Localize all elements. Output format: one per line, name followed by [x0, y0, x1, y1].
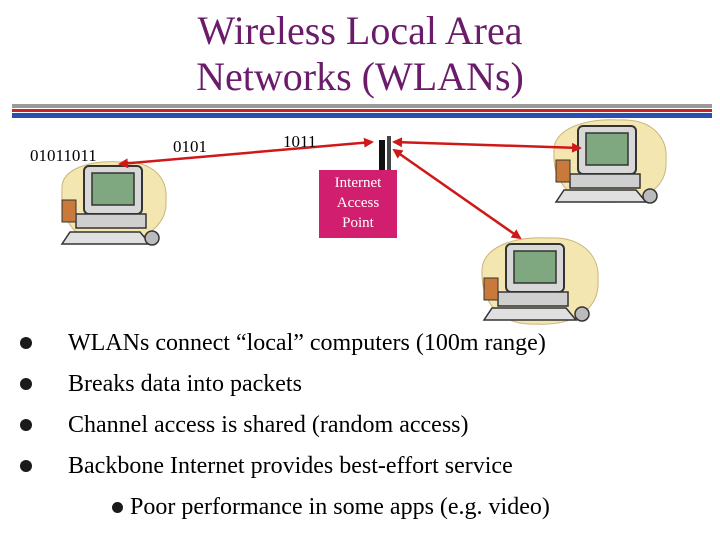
sub-bullet-text: Poor performance in some apps (e.g. vide…	[130, 494, 550, 520]
bits-label-middle: 0101	[173, 137, 207, 156]
title-line-2: Networks (WLANs)	[196, 54, 524, 99]
bullet-text: WLANs connect “local” computers (100m ra…	[68, 330, 546, 356]
bullet-item: Channel access is shared (random access)	[20, 410, 710, 451]
link-arrow-top-right	[392, 137, 582, 153]
access-point-box: Internet Access Point	[319, 170, 397, 238]
bullet-item: WLANs connect “local” computers (100m ra…	[20, 328, 710, 369]
computer-icon-top-right	[553, 119, 667, 204]
wlan-diagram	[60, 119, 667, 325]
bits-label-left: 01011011	[30, 146, 97, 165]
access-point-label-3: Point	[342, 215, 374, 231]
title-divider-red	[12, 109, 712, 112]
bullet-icon	[20, 419, 32, 431]
title-line-1: Wireless Local Area	[197, 8, 523, 53]
link-arrow-bottom-right	[392, 148, 522, 240]
access-point-antenna	[379, 140, 385, 172]
link-arrow-left	[118, 137, 374, 169]
access-point-label-1: Internet	[334, 175, 382, 191]
bullet-list: WLANs connect “local” computers (100m ra…	[20, 328, 710, 528]
bullet-item: Backbone Internet provides best-effort s…	[20, 451, 710, 492]
computer-icon-left	[60, 161, 167, 246]
computer-icon-bottom-right	[481, 237, 599, 325]
access-point-antenna-shadow	[387, 136, 391, 172]
bullet-icon	[20, 378, 32, 390]
bits-label-right: 1011	[283, 132, 317, 151]
bullet-icon	[20, 337, 32, 349]
slide-title: Wireless Local Area Networks (WLANs)	[0, 8, 720, 100]
bullet-text: Backbone Internet provides best-effort s…	[68, 453, 513, 479]
title-divider-blue	[12, 113, 712, 118]
sub-bullet-item: Poor performance in some apps (e.g. vide…	[20, 492, 710, 528]
access-point-label-2: Access	[336, 195, 380, 211]
sub-bullet-icon	[112, 502, 123, 513]
bullet-icon	[20, 460, 32, 472]
title-divider-gray	[12, 104, 712, 108]
bullet-item: Breaks data into packets	[20, 369, 710, 410]
bullet-text: Breaks data into packets	[68, 371, 302, 397]
bullet-text: Channel access is shared (random access)	[68, 412, 469, 438]
